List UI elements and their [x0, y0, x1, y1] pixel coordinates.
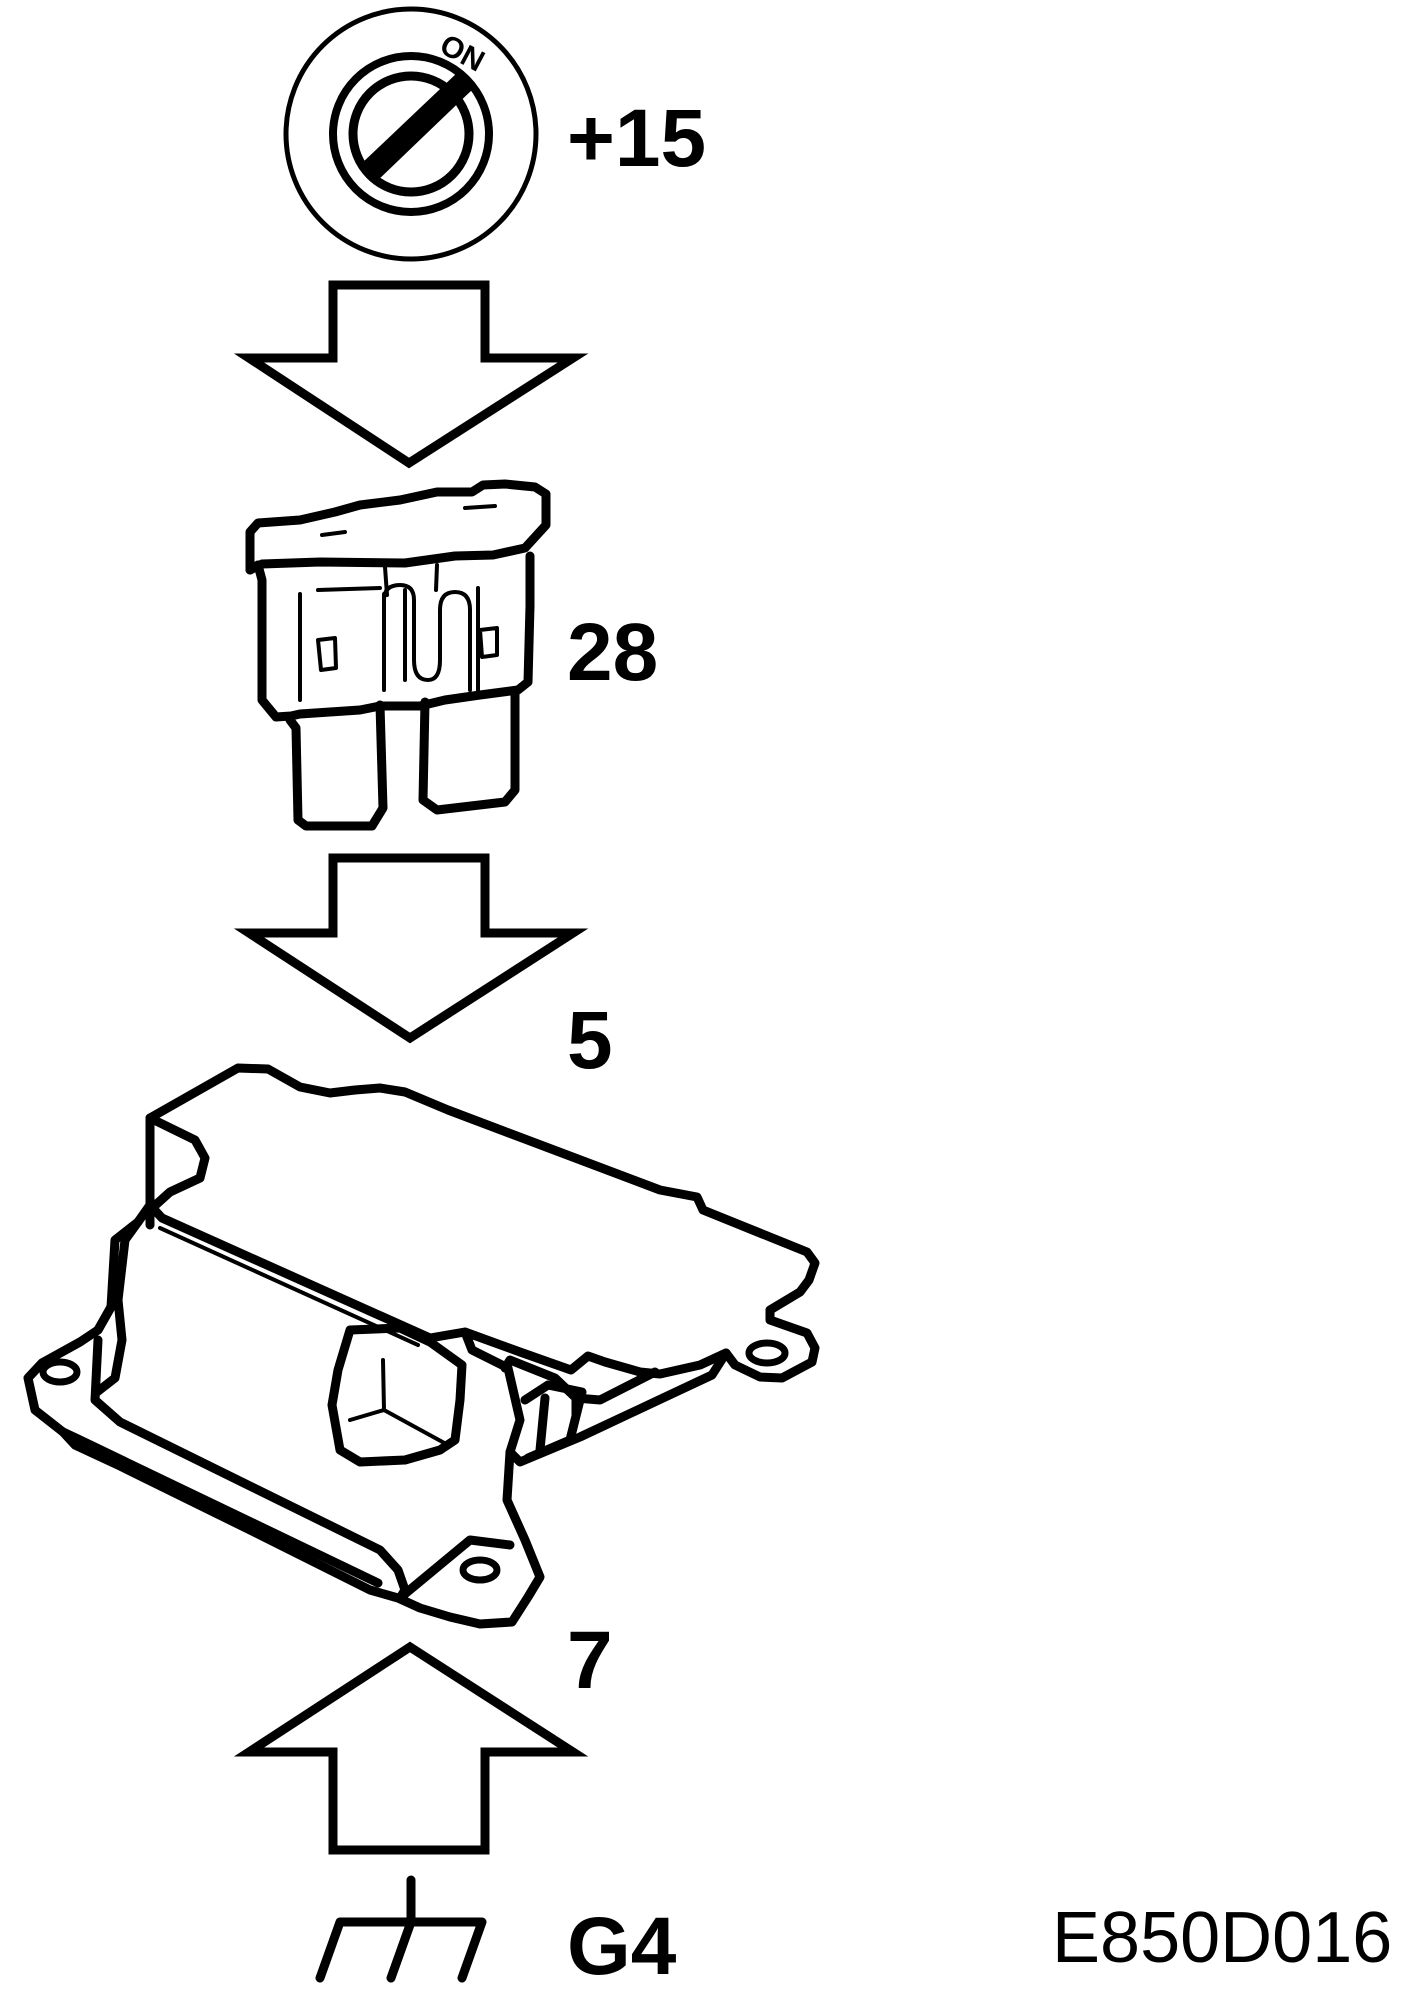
fuse-number-label: 28: [567, 607, 659, 698]
fuse-icon: [245, 479, 551, 831]
airbag-control-module-icon: [23, 1063, 820, 1629]
ignition-label: +15: [567, 93, 707, 184]
ground-label: G4: [567, 1901, 677, 1992]
arrow-up-icon: [233, 1641, 589, 1855]
module-pin-7-label: 7: [567, 1615, 613, 1706]
ground-symbol-icon: [315, 1875, 487, 1983]
figure-reference: E850D016: [1052, 1898, 1393, 1978]
ignition-switch-icon: [283, 6, 539, 262]
arrow-down-icon: [233, 853, 589, 1044]
arrow-down-icon: [233, 280, 589, 469]
module-pin-5-label: 5: [567, 995, 613, 1086]
